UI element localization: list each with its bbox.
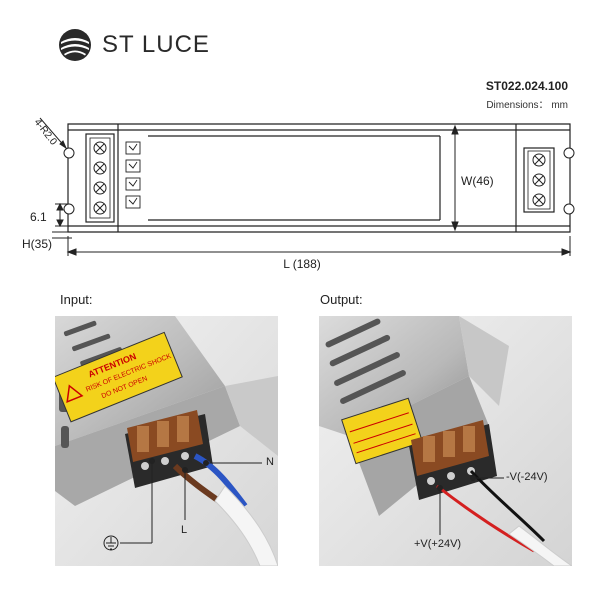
warning-sticker: ATTENTION RISK OF ELECTRIC SHOCK DO NOT …: [55, 331, 183, 423]
callout-line: L: [181, 524, 188, 536]
mounting-slots: [63, 147, 575, 215]
output-terminal-block: [523, 147, 555, 213]
blue-wire: [193, 453, 248, 508]
width-dimension: [451, 124, 459, 232]
red-wire: [436, 484, 535, 553]
model-number: ST022.024.100: [485, 79, 568, 93]
units-label: Dimensions： mm: [486, 100, 568, 111]
output-cable-sheath: [508, 525, 572, 566]
small-dim-label: 6.1: [30, 210, 47, 224]
corner-radius-label: 4-R2.0: [32, 117, 59, 148]
height-dimension: [52, 231, 72, 239]
input-terminal-photo: [125, 410, 213, 488]
small-dimension: [55, 202, 70, 228]
output-terminal-photo: [409, 420, 497, 500]
terminal-marks: [125, 141, 141, 209]
input-photo: ATTENTION RISK OF ELECTRIC SHOCK DO NOT …: [55, 316, 278, 566]
brand-name: ST LUCE: [102, 31, 210, 58]
output-section-label: Output:: [320, 292, 363, 307]
output-photo-illustration: [319, 316, 572, 566]
length-label: L (188): [283, 257, 321, 271]
brand-logo: ST LUCE: [58, 28, 210, 62]
brand-logo-icon: [59, 29, 91, 61]
output-photo: [319, 316, 572, 566]
callout-neutral: N: [266, 456, 274, 468]
height-label: H(35): [22, 237, 52, 251]
callout-negative: -V(-24V): [506, 471, 548, 483]
driver-outline: [67, 123, 571, 233]
cable-sheath: [214, 485, 278, 566]
technical-drawing: 4-R2.0 W(46) 6.1 H(35) L (188): [22, 117, 575, 271]
output-sticker: [341, 397, 424, 465]
corner-leader: [39, 117, 68, 150]
width-label: W(46): [461, 174, 494, 188]
input-terminal-block: [85, 133, 115, 223]
black-wire: [469, 469, 546, 543]
input-photo-illustration: ATTENTION RISK OF ELECTRIC SHOCK DO NOT …: [55, 316, 278, 566]
callout-positive: +V(+24V): [414, 538, 462, 550]
input-section-label: Input:: [60, 292, 93, 307]
length-dimension: [66, 236, 572, 256]
